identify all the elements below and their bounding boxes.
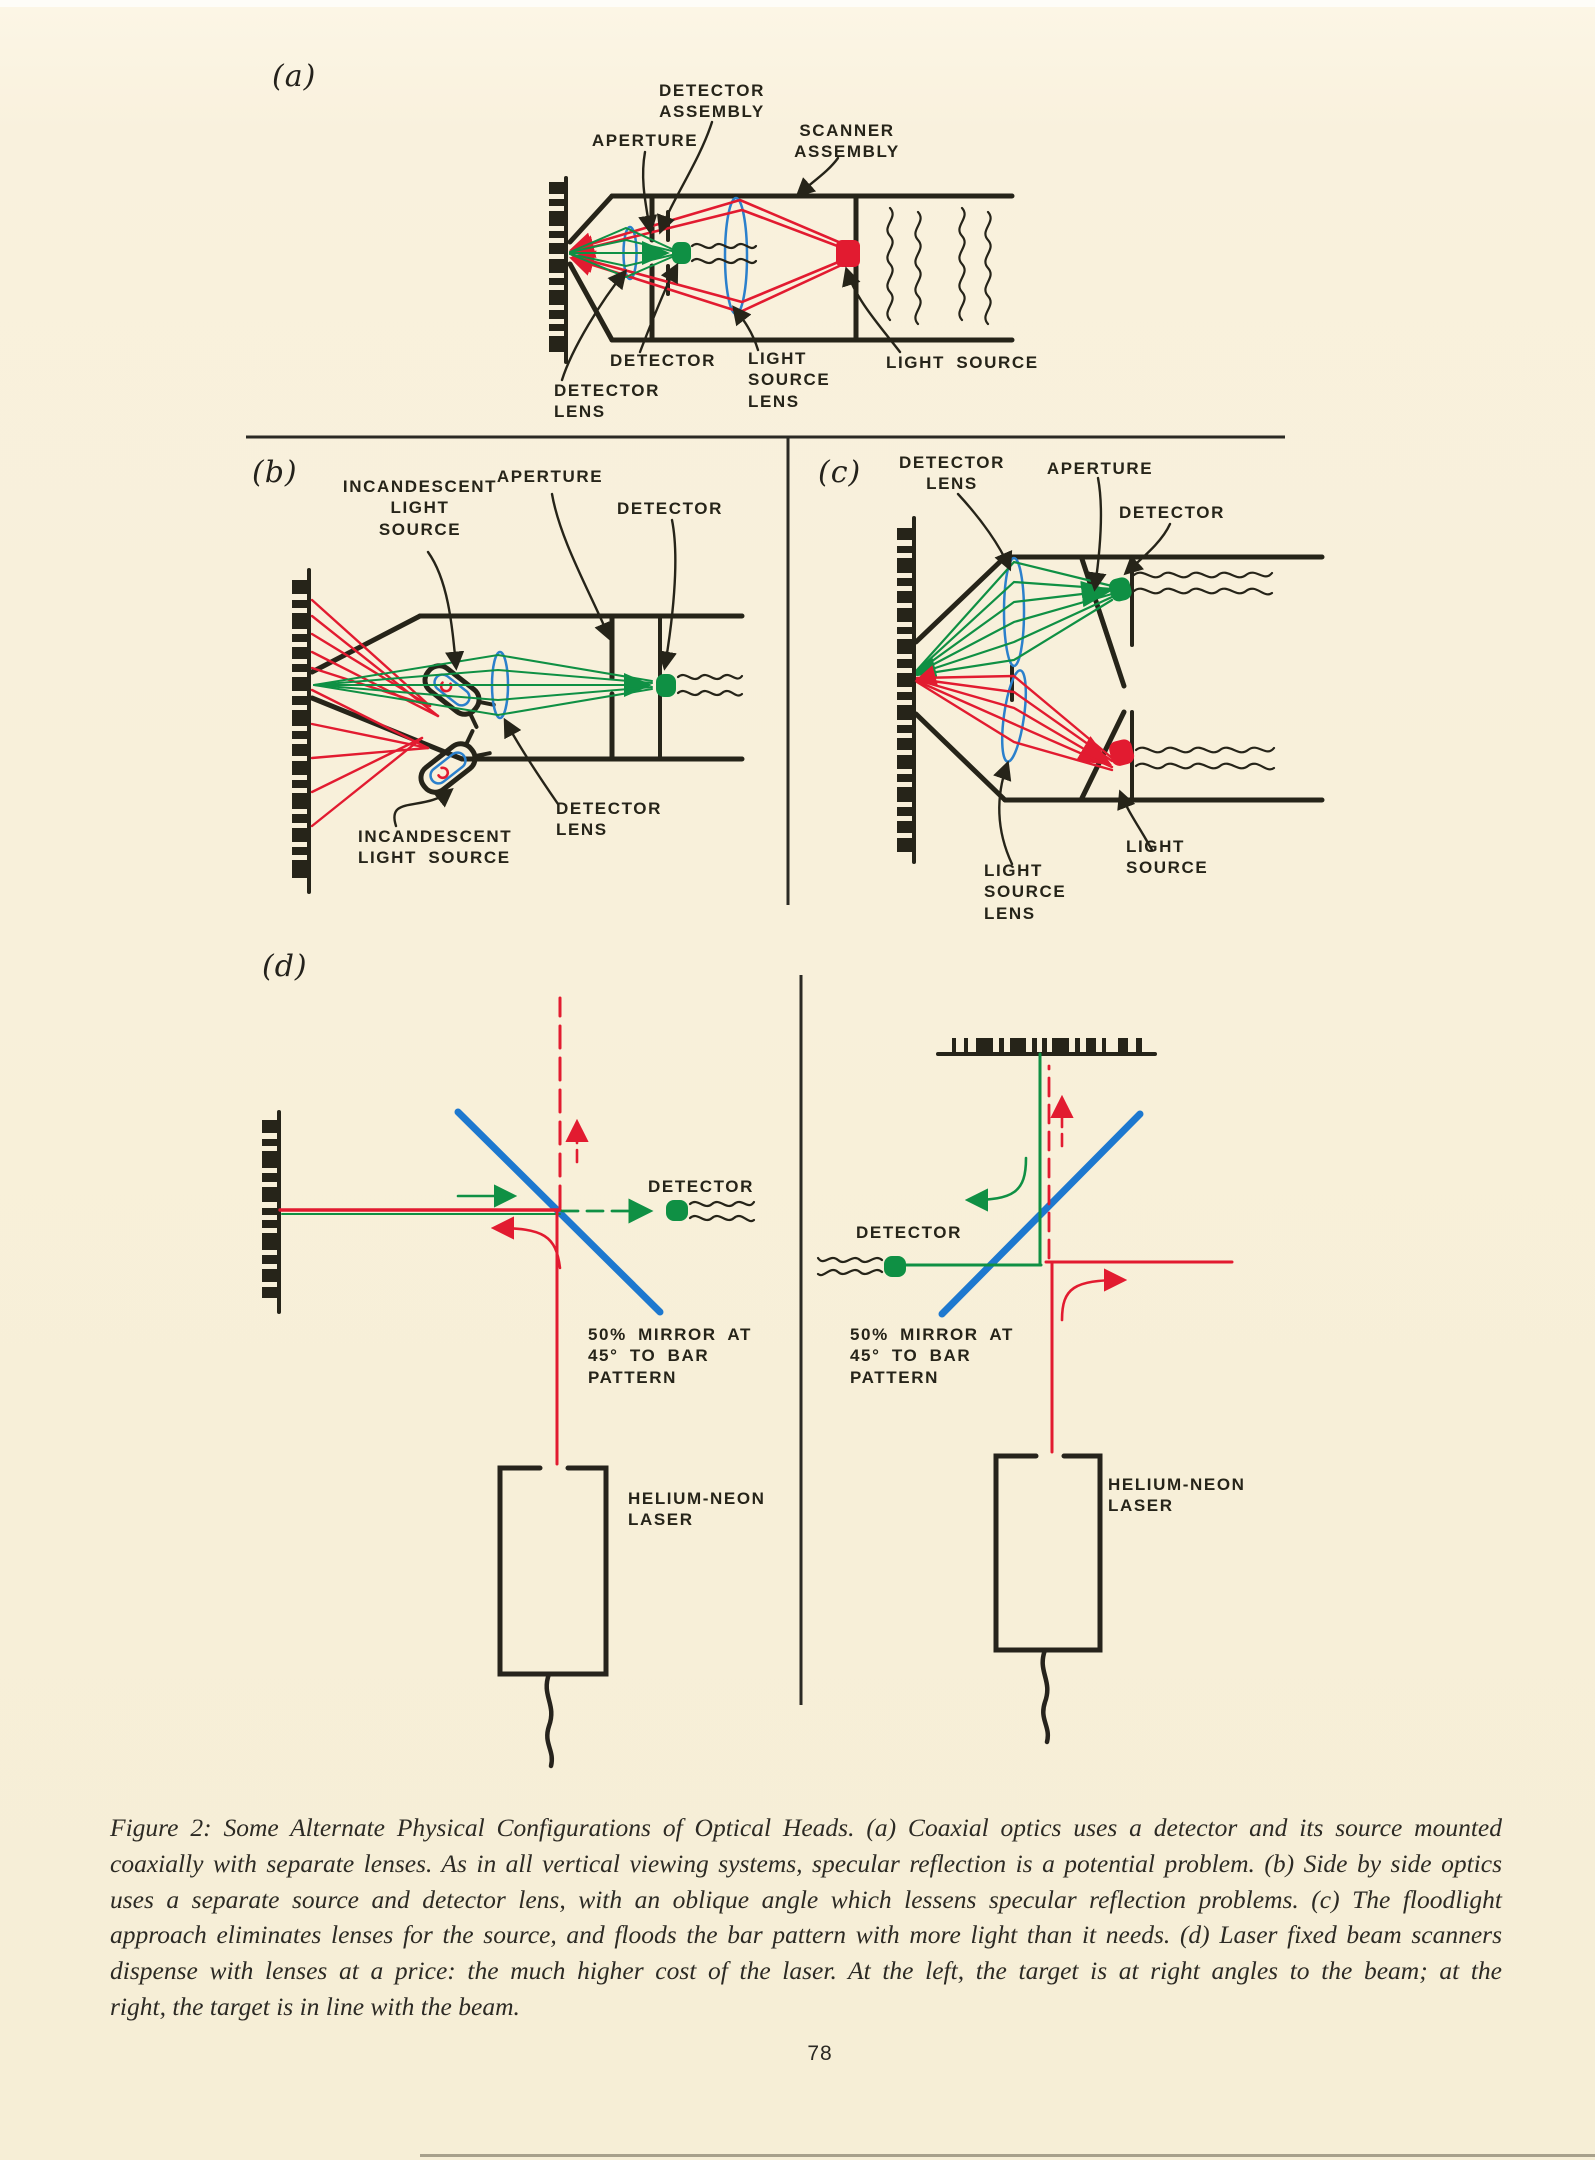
light-source-lens-a-icon: [723, 196, 749, 316]
label-b-detector-lens: DETECTOR LENS: [556, 799, 662, 840]
light-source-c-icon: [1109, 739, 1135, 766]
detector-d-right-icon: [884, 1256, 906, 1277]
diagram-d-left: [262, 996, 756, 1769]
caption-line: coaxially with separate lenses. As in al…: [110, 1848, 1502, 1878]
detector-a-icon: [672, 242, 691, 264]
label-b-incandescent-bottom: INCANDESCENT LIGHT SOURCE: [358, 827, 513, 868]
wires-d-left: [688, 1200, 756, 1223]
label-a-aperture: APERTURE: [591, 131, 699, 150]
label-a-light-source: LIGHT SOURCE: [886, 353, 1039, 372]
detector-d-left-icon: [666, 1200, 688, 1221]
bar-pattern-c-icon: [897, 516, 916, 864]
red-rays-b: [310, 598, 440, 828]
red-curve-arrow-left: [490, 1216, 562, 1270]
bar-pattern-a-icon: [549, 176, 568, 364]
diagram-c: [897, 476, 1325, 866]
label-c-detector: DETECTOR: [1119, 503, 1225, 522]
label-a-detector-lens: DETECTOR LENS: [554, 381, 660, 422]
label-d-mirror-right: 50% MIRROR AT 45° TO BAR PATTERN: [850, 1325, 1014, 1387]
panel-tag-a: (a): [272, 59, 317, 94]
page-top-edge: [0, 0, 1595, 7]
label-b-incandescent-top: INCANDESCENT LIGHT SOURCE: [342, 477, 498, 539]
label-a-detector: DETECTOR: [610, 351, 716, 370]
label-b-aperture: APERTURE: [496, 467, 604, 486]
label-a-detector-assembly: DETECTOR ASSEMBLY: [659, 81, 765, 122]
leader-lines-b: [393, 492, 677, 828]
label-c-aperture: APERTURE: [1046, 459, 1154, 478]
panel-tag-b: (b): [252, 455, 298, 490]
label-d-laser-right: HELIUM-NEON LASER: [1108, 1475, 1246, 1516]
laser-box-right-icon: [993, 1453, 1103, 1653]
diagram-b: [292, 492, 745, 894]
incandescent-lamp-bottom-icon: [418, 729, 492, 795]
red-rays-a: [569, 198, 850, 314]
label-b-detector: DETECTOR: [617, 499, 723, 518]
page-number: 78: [807, 2042, 833, 2065]
panel-tag-c: (c): [818, 455, 862, 490]
caption-line: dispense with lenses at a price: the muc…: [110, 1956, 1502, 1986]
detector-b-icon: [656, 674, 676, 697]
housing-b: [309, 613, 745, 762]
bar-pattern-d-left-icon: [262, 1110, 281, 1314]
caption-line: Figure 2: Some Alternate Physical Config…: [110, 1813, 1502, 1842]
label-d-laser-left: HELIUM-NEON LASER: [628, 1489, 766, 1530]
detector-lens-c-icon: [1002, 556, 1026, 668]
caption-line: approach eliminates lenses for the sourc…: [110, 1920, 1502, 1950]
wires-d-right: [816, 1256, 884, 1277]
panel-tag-d: (d): [262, 949, 308, 984]
laser-cord-right: [1040, 1647, 1051, 1745]
leader-lines-c: [956, 476, 1172, 866]
figure-caption: Figure 2: Some Alternate Physical Config…: [110, 1810, 1502, 2025]
bar-pattern-d-right-icon: [936, 1038, 1157, 1056]
label-a-light-source-lens: LIGHT SOURCE LENS: [748, 349, 831, 411]
section-dividers: [246, 435, 1285, 1705]
wires-c: [1132, 571, 1276, 771]
diagram-a: [549, 120, 1015, 382]
red-rays-c: [914, 665, 1114, 772]
label-d-mirror-left: 50% MIRROR AT 45° TO BAR PATTERN: [588, 1325, 752, 1387]
diagram-d-right: [816, 1038, 1234, 1745]
label-c-light-source: LIGHT SOURCE: [1126, 837, 1209, 878]
green-rays-b: [313, 653, 653, 717]
green-curve-arrow-right: [964, 1156, 1028, 1212]
page-bottom-edge: [420, 2154, 1595, 2157]
laser-box-left-icon: [497, 1465, 609, 1677]
half-mirror-left-icon: [454, 1108, 664, 1316]
laser-cord-left: [544, 1671, 555, 1769]
label-c-light-source-lens: LIGHT SOURCE LENS: [984, 861, 1067, 923]
bar-pattern-b-icon: [292, 568, 311, 894]
wires-a: [690, 206, 992, 326]
green-rays-c: [915, 560, 1114, 677]
label-a-scanner-assembly: SCANNER ASSEMBLY: [794, 121, 900, 162]
leader-lines-a: [560, 120, 902, 382]
caption-line: right, the target is in line with the be…: [110, 1991, 520, 2021]
light-source-a-icon: [836, 240, 860, 267]
wires-b: [676, 673, 744, 697]
detector-c-icon: [1109, 577, 1132, 602]
label-c-detector-lens: DETECTOR LENS: [899, 453, 1005, 494]
caption-line: uses a separate source and detector lens…: [110, 1884, 1502, 1914]
red-curve-arrow-right: [1060, 1268, 1128, 1322]
label-d-detector-left: DETECTOR: [648, 1177, 754, 1196]
label-d-detector-right: DETECTOR: [856, 1223, 962, 1242]
